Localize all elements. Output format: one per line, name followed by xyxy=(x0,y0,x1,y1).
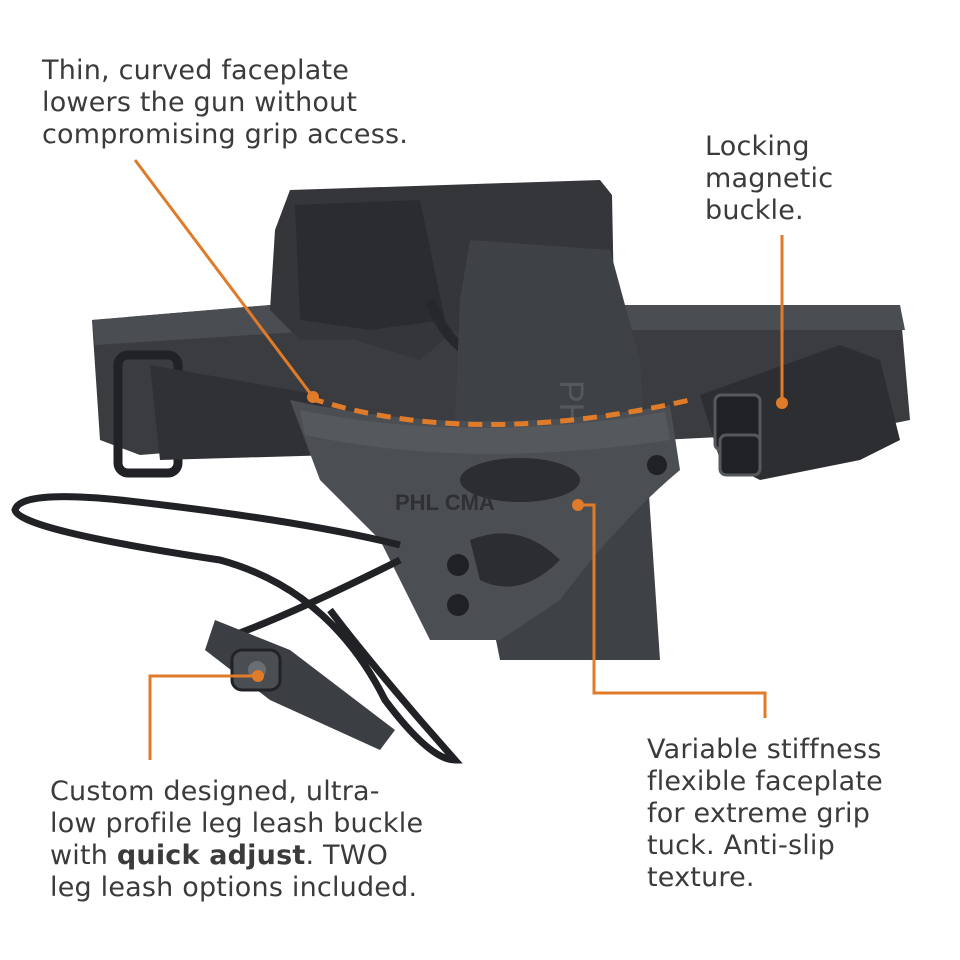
leader-line-leash xyxy=(148,674,255,760)
leader-line-faceplate xyxy=(133,159,315,398)
leader-line-stiffness xyxy=(580,503,767,718)
faceplate-slot xyxy=(460,458,580,502)
pistol-grip-texture xyxy=(295,200,445,330)
callout-line: Locking xyxy=(705,131,810,162)
callout-line: magnetic xyxy=(705,163,834,194)
callout-line: flexible faceplate xyxy=(647,766,883,797)
callout-line: Variable stiffness xyxy=(647,734,882,765)
faceplate-texture xyxy=(300,410,670,454)
callout-line-mixed: with quick adjust. TWO xyxy=(50,840,423,872)
callout-line: for extreme grip xyxy=(647,798,871,829)
callout-text: with xyxy=(50,840,117,871)
belt-left-section xyxy=(150,365,335,460)
callout-stiffness: Variable stiffness flexible faceplate fo… xyxy=(647,734,883,894)
leader-dot xyxy=(307,391,319,403)
callout-line: low profile leg leash buckle xyxy=(50,808,424,839)
screw xyxy=(447,554,469,576)
callout-leash: Custom designed, ultra- low profile leg … xyxy=(50,776,423,904)
buckle-latch xyxy=(718,433,762,477)
screw xyxy=(447,594,469,616)
leader-dot xyxy=(572,499,584,511)
leader-dot xyxy=(776,397,788,409)
callout-line: Custom designed, ultra- xyxy=(50,776,380,807)
callout-line: tuck. Anti-slip xyxy=(647,830,835,861)
callout-line: Thin, curved faceplate xyxy=(42,55,350,86)
callout-line: texture. xyxy=(647,862,755,893)
callout-text: . TWO xyxy=(305,840,389,871)
callout-line: compromising grip access. xyxy=(42,119,409,150)
leader-dot xyxy=(252,670,264,682)
screw xyxy=(647,455,667,475)
callout-line: lowers the gun without xyxy=(42,87,358,118)
callout-faceplate: Thin, curved faceplate lowers the gun wi… xyxy=(42,55,408,151)
faceplate-curve-dashed xyxy=(309,395,691,427)
faceplate-logo: PHL CMA xyxy=(395,490,495,515)
callout-buckle: Locking magnetic buckle. xyxy=(705,131,833,227)
faceplate xyxy=(290,400,680,640)
callout-line: buckle. xyxy=(705,195,804,226)
callout-bold-text: quick adjust xyxy=(116,840,306,871)
faceplate-lower-slot xyxy=(470,533,560,587)
leg-leash-cord xyxy=(11,493,463,764)
callout-line: leg leash options included. xyxy=(50,872,418,903)
